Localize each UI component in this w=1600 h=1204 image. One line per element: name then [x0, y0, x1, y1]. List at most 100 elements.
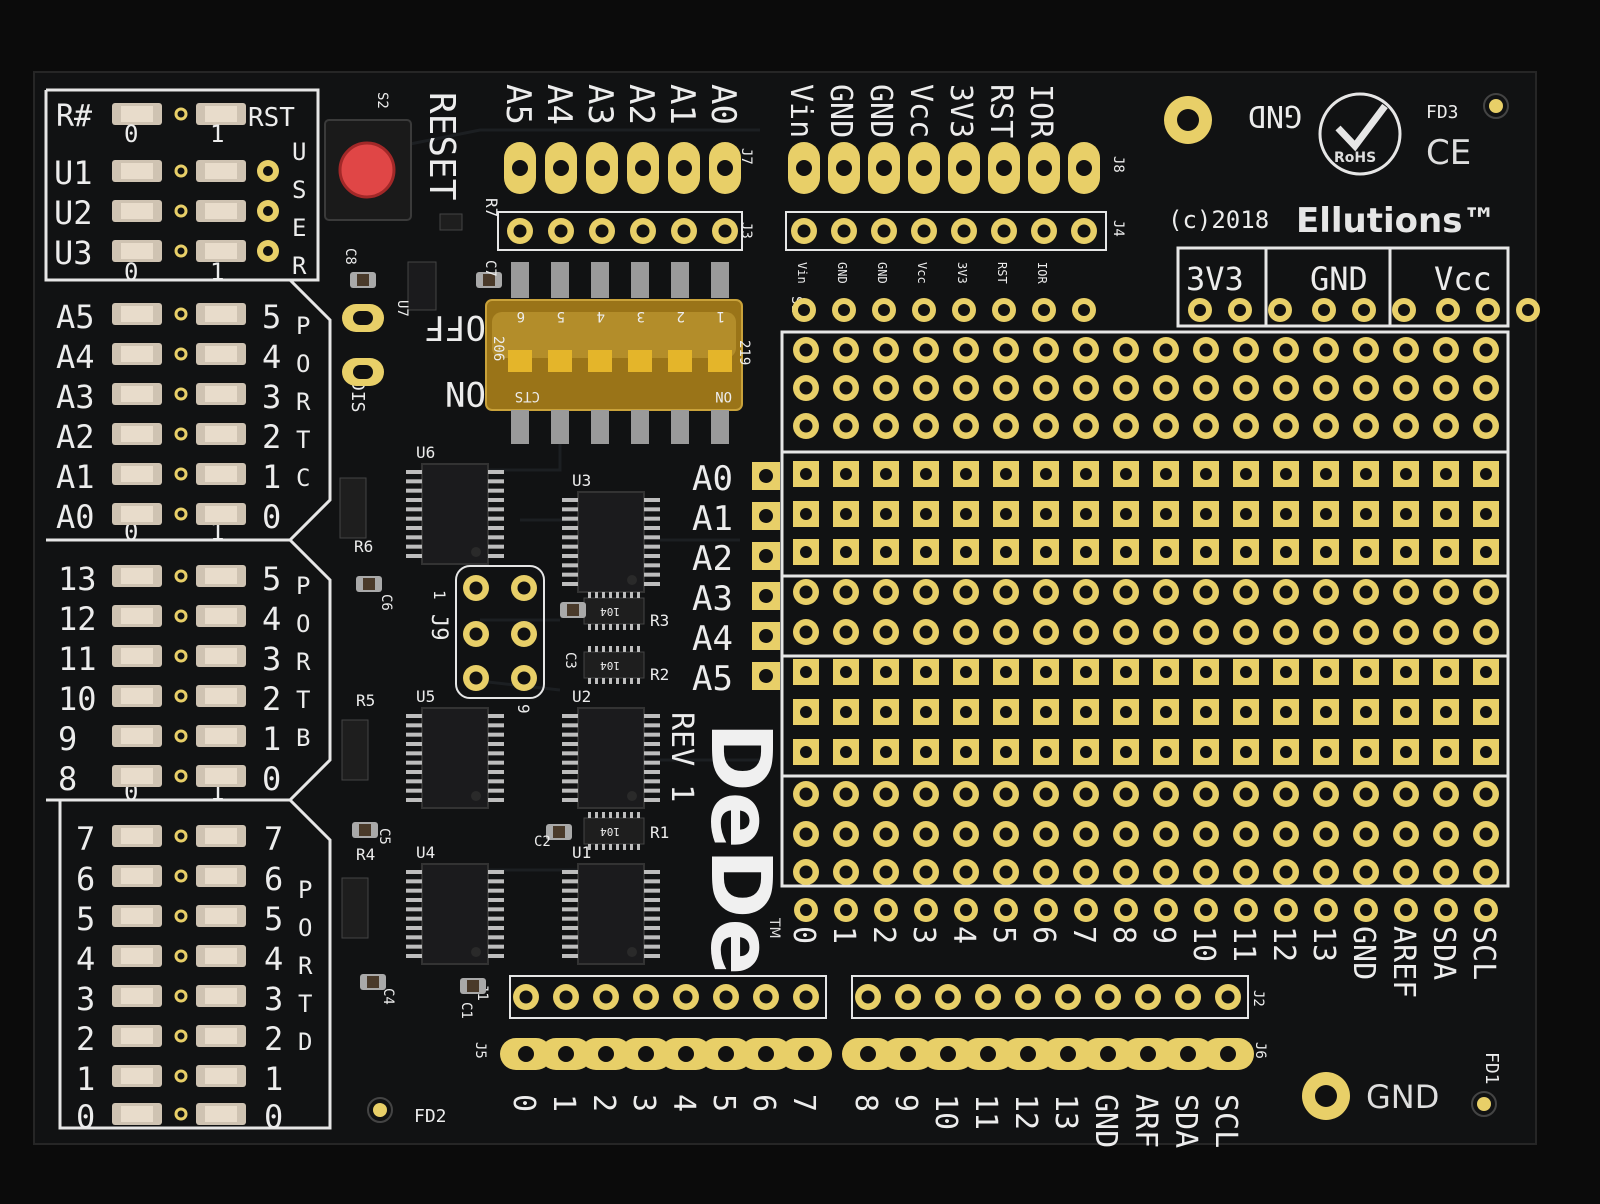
- proto-round-pad-hole: [999, 827, 1013, 841]
- resistor-network-pin: [616, 646, 619, 652]
- led-port-c-0-led-0: [121, 306, 153, 322]
- analog-header-label: A2: [621, 84, 661, 125]
- chip-u2-pin: [644, 760, 660, 765]
- led-port-b-0-via: [174, 569, 188, 583]
- j5-pin-hole: [638, 1046, 654, 1062]
- j5-label: 1: [546, 1094, 581, 1112]
- led-port-d-1-led-1: [205, 868, 237, 884]
- chip-u5-pin: [488, 779, 504, 784]
- proto-bottom-pad-hole: [1240, 904, 1252, 916]
- port-b-right-label: 5: [262, 560, 281, 598]
- proto-round-pad-hole: [919, 787, 933, 801]
- proto-round-pad-hole: [1399, 381, 1413, 395]
- capacitor-center: [357, 274, 369, 286]
- j1-pad-hole: [719, 990, 733, 1004]
- bit-header-1: 1: [210, 258, 224, 286]
- power-header-label: GND: [823, 84, 858, 138]
- led-port-b-1-via: [174, 609, 188, 623]
- chip-u2-pin: [644, 788, 660, 793]
- resistor-network-pin: [602, 646, 605, 652]
- chip-u3-pin: [644, 544, 660, 549]
- chip-u1-pin: [644, 926, 660, 930]
- dip-switch-lever[interactable]: [588, 350, 612, 372]
- chip-ref: U5: [416, 687, 435, 706]
- dip-slides[interactable]: 654321S1ONCTS219206: [490, 262, 804, 444]
- port-b-letter: P: [296, 572, 310, 600]
- power-rail-pad-hole: [1274, 304, 1286, 316]
- j6-label: SCL: [1208, 1094, 1243, 1148]
- analog-header-label: A4: [539, 84, 579, 125]
- power-rail-pad-hole: [1398, 304, 1410, 316]
- chip-ref: U4: [416, 843, 435, 862]
- proto-square-pad-hole: [1360, 666, 1372, 678]
- resistor-network-pin: [616, 678, 619, 684]
- proto-round-pad-hole: [1239, 625, 1253, 639]
- chip-u4-pin: [488, 926, 504, 930]
- led-reset-led-1: [205, 106, 237, 122]
- led-port-d-6-via: [174, 1069, 188, 1083]
- reset-button-cap[interactable]: [338, 141, 396, 199]
- led-port-d-2-led-1: [205, 908, 237, 924]
- port-c-right-label: 4: [262, 338, 281, 376]
- chip-u2-notch: [627, 791, 637, 801]
- proto-square-pad-hole: [920, 746, 932, 758]
- dip-switch-bottom-leg: [631, 410, 649, 444]
- power-rail-pad-hole: [1482, 304, 1494, 316]
- resistor-network-pin: [595, 812, 598, 818]
- port-b-letter: T: [296, 686, 310, 714]
- proto-square-pad-hole: [1200, 706, 1212, 718]
- led-port-c-2-led-1: [205, 386, 237, 402]
- dip-switch-lever[interactable]: [508, 350, 532, 372]
- fiducial-label: FD3: [1426, 102, 1459, 123]
- capacitor-ref: C1: [458, 1002, 474, 1019]
- led-port-c-3-led-1: [205, 426, 237, 442]
- analog-test-label: A2: [692, 539, 733, 579]
- dip-switch-bottom-leg: [711, 410, 729, 444]
- led-port-b-3-led-0: [121, 688, 153, 704]
- j1-pad-hole: [679, 990, 693, 1004]
- svg-text:RoHS: RoHS: [1334, 150, 1376, 166]
- chip-u1-pin: [562, 916, 578, 921]
- j6-pin-hole: [860, 1046, 876, 1062]
- proto-round-pad-hole: [799, 585, 813, 599]
- resistor-network-pin: [637, 592, 640, 598]
- dip-switch-lever[interactable]: [668, 350, 692, 372]
- dip-switch-lever[interactable]: [628, 350, 652, 372]
- port-b-right-label: 2: [262, 680, 281, 718]
- user-test-pad-hole: [263, 166, 273, 176]
- reset-switch[interactable]: [324, 119, 412, 221]
- user-vertical-letter: R: [292, 252, 307, 280]
- chip-u6-pin: [406, 544, 422, 549]
- led-port-d-0-via: [174, 829, 188, 843]
- led-port-b-4-led-1: [205, 728, 237, 744]
- proto-square-pad-hole: [1400, 746, 1412, 758]
- proto-round-pad-hole: [1039, 343, 1053, 357]
- led-port-d-3-via: [174, 949, 188, 963]
- dip-switch-bottom-leg: [591, 410, 609, 444]
- chip-u4-body: [421, 863, 489, 965]
- proto-bottom-pad-hole: [1000, 904, 1012, 916]
- j2-pad-hole: [1181, 990, 1195, 1004]
- proto-bottom-pad-hole: [1120, 904, 1132, 916]
- dip-switch-lever[interactable]: [548, 350, 572, 372]
- resistor-network-pin: [637, 812, 640, 818]
- proto-square-pad-hole: [1120, 546, 1132, 558]
- analog-header-pin-hole: [635, 160, 651, 176]
- led-port-c-2-led-0: [121, 386, 153, 402]
- chip-u2-pin: [562, 788, 578, 793]
- j9-pad-hole: [517, 581, 531, 595]
- resistor-network-pin: [637, 844, 640, 850]
- proto-round-pad-hole: [1279, 419, 1293, 433]
- dip-switch-lever[interactable]: [708, 350, 732, 372]
- proto-square-pad-hole: [1080, 468, 1092, 480]
- proto-square-pad-hole: [960, 546, 972, 558]
- capacitor-ref: C4: [380, 988, 396, 1005]
- proto-round-pad-hole: [839, 585, 853, 599]
- led-port-d-1-via: [174, 869, 188, 883]
- dip-switch-bank[interactable]: 654321S1ONCTS219206: [485, 262, 804, 444]
- led-port-c-3-via: [174, 427, 188, 441]
- dip-switch-bottom-leg: [551, 410, 569, 444]
- proto-round-pad-hole: [1439, 625, 1453, 639]
- led-port-d-5-via: [174, 1029, 188, 1043]
- proto-round-pad-hole: [1279, 625, 1293, 639]
